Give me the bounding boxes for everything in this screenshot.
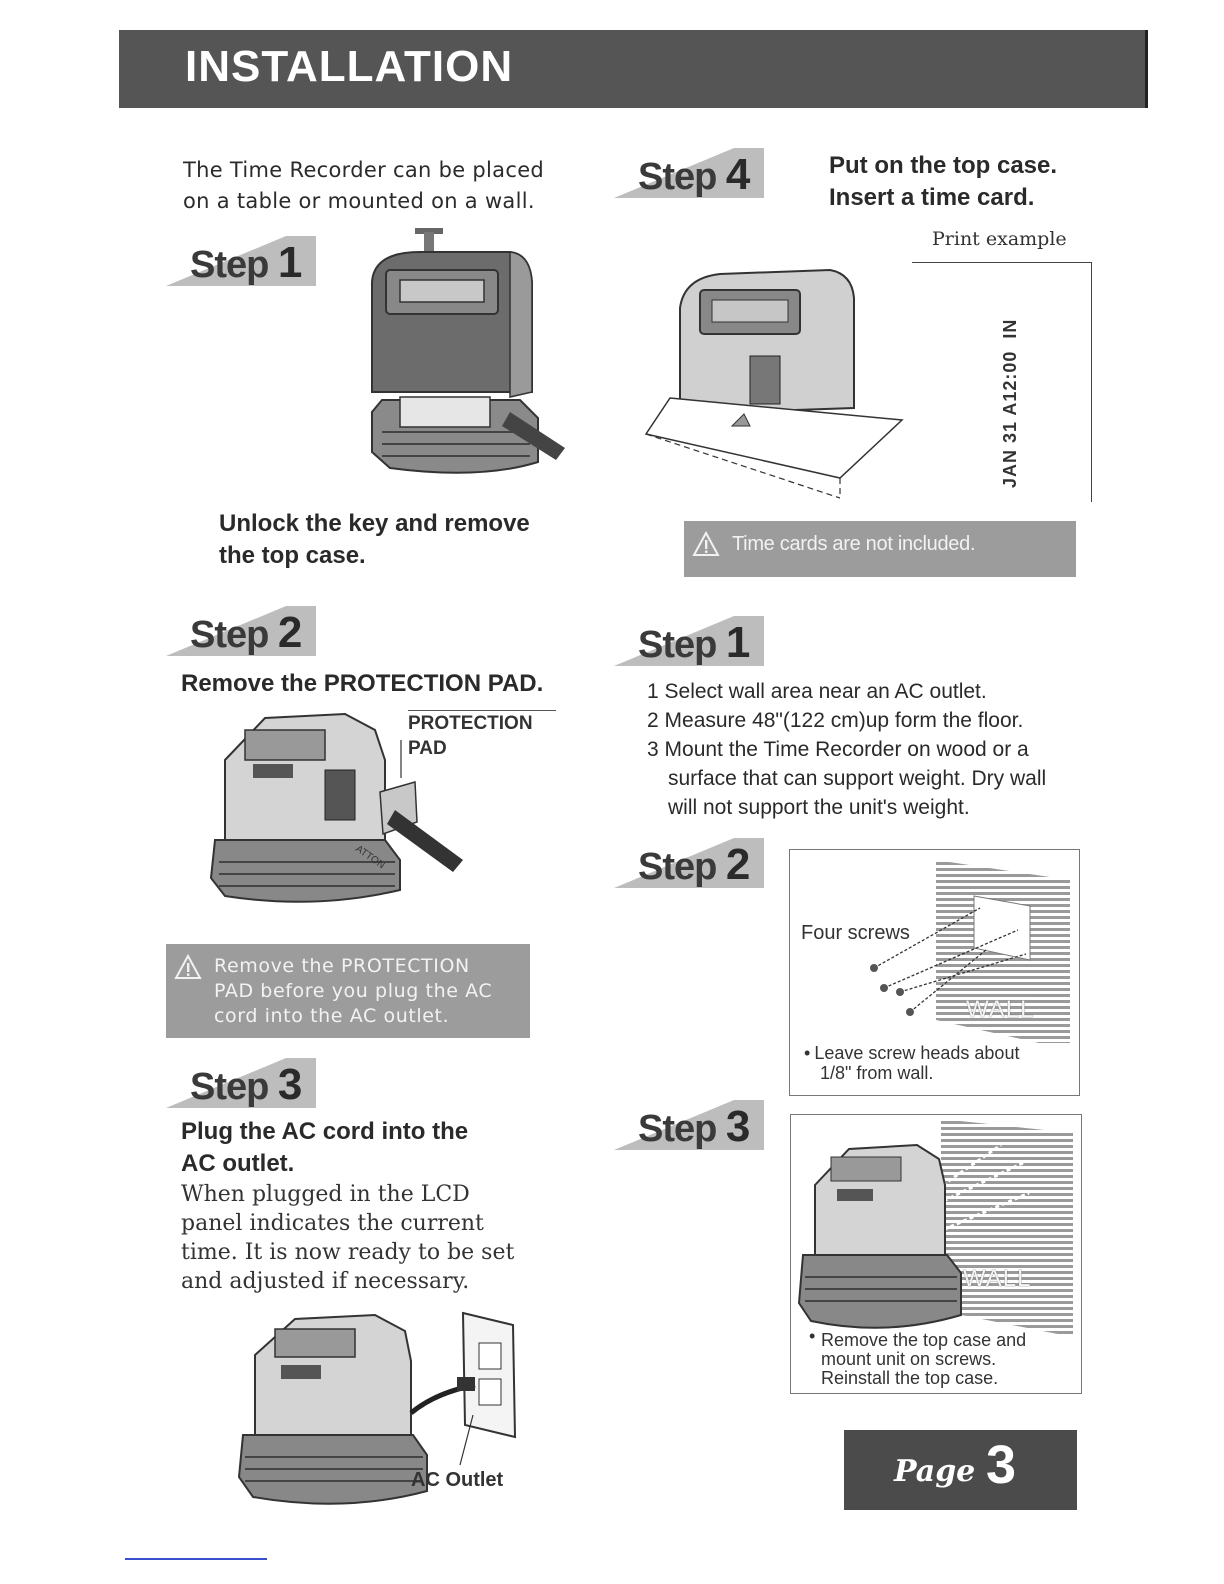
step-number: 3	[278, 1060, 301, 1109]
body-line-3: time. It is now ready to be set	[181, 1238, 527, 1267]
step-number: 3	[726, 1102, 749, 1151]
list-item: 3 Mount the Time Recorder on wood or a	[647, 735, 1087, 764]
step-3-body: When plugged in the LCD panel indicates …	[181, 1180, 527, 1296]
note-line-1: Leave screw heads about	[810, 1043, 1074, 1063]
screws-note: •Leave screw heads about 1/8" from wall.	[804, 1043, 1074, 1083]
wall-step-2-badge: Step 2	[614, 834, 768, 890]
protection-pad-warning: Remove the PROTECTION PAD before you plu…	[166, 944, 530, 1038]
step-word: Step	[638, 156, 716, 198]
caption-line-1: Unlock the key and remove	[219, 508, 579, 540]
note-line-1: Remove the top case and	[821, 1330, 1026, 1350]
intro-line-1: The Time Recorder can be placed	[183, 155, 603, 186]
four-screws-label: Four screws	[801, 922, 910, 945]
page-word: Page	[894, 1454, 975, 1489]
step-2-caption: Remove the PROTECTION PAD.	[181, 668, 581, 700]
wall-step-1-badge: Step 1	[614, 612, 768, 668]
warning-icon	[692, 531, 720, 557]
step-number: 2	[726, 840, 749, 889]
insert-time-card-illustration	[640, 258, 910, 508]
warning-line-2: PAD before you plug the AC	[214, 979, 492, 1004]
caption-line-2: the top case.	[219, 540, 579, 572]
step-number: 1	[726, 618, 749, 667]
list-item-continuation: surface that can support weight. Dry wal…	[647, 764, 1087, 793]
body-line-2: panel indicates the current	[181, 1209, 527, 1238]
step-number: 4	[726, 150, 749, 199]
step-word: Step	[638, 1108, 716, 1150]
page-number: 3	[986, 1434, 1016, 1496]
wall-step-1-list: 1 Select wall area near an AC outlet. 2 …	[647, 677, 1087, 822]
wall-label: WALL	[963, 1265, 1031, 1293]
time-cards-warning: Time cards are not included.	[684, 521, 1076, 577]
warning-icon	[174, 954, 202, 980]
step-1-caption: Unlock the key and remove the top case.	[219, 508, 579, 572]
step-word: Step	[638, 624, 716, 666]
body-line-1: When plugged in the LCD	[181, 1180, 527, 1209]
caption-line-1: Plug the AC cord into the	[181, 1116, 541, 1148]
callout-line-2: PAD	[408, 736, 556, 761]
screws-diagram-frame: Four screws WALL •Leave screw heads abou…	[789, 849, 1080, 1096]
intro-line-2: on a table or mounted on a wall.	[183, 186, 603, 217]
note-line-2: mount unit on screws.	[807, 1350, 1079, 1369]
callout-line-1: PROTECTION	[408, 711, 556, 736]
title-line-2: Insert a time card.	[829, 182, 1109, 214]
body-line-4: and adjusted if necessary.	[181, 1267, 527, 1296]
warning-line-1: Remove the PROTECTION	[214, 954, 492, 979]
page-number-badge: Page 3	[844, 1430, 1077, 1510]
wall-label: WALL	[966, 996, 1034, 1024]
mount-unit-diagram	[791, 1115, 1079, 1339]
page-title: INSTALLATION	[185, 42, 513, 92]
bottom-rule	[125, 1558, 267, 1560]
warning-text: Time cards are not included.	[732, 533, 975, 556]
step-1-badge: Step 1	[166, 232, 320, 288]
list-item: 2 Measure 48"(122 cm)up form the floor.	[647, 706, 1087, 735]
header-banner: INSTALLATION	[119, 30, 1148, 108]
mount-unit-diagram-frame: WALL •Remove the top case and mount unit…	[790, 1114, 1082, 1394]
intro-text: The Time Recorder can be placed on a tab…	[183, 155, 603, 217]
caption-line-2: AC outlet.	[181, 1148, 541, 1180]
step-3-caption: Plug the AC cord into the AC outlet.	[181, 1116, 541, 1180]
title-line-1: Put on the top case.	[829, 150, 1109, 182]
list-item-continuation: will not support the unit's weight.	[647, 793, 1087, 822]
step-word: Step	[190, 1066, 268, 1108]
time-recorder-unlock-illustration	[360, 222, 580, 492]
protection-pad-callout: PROTECTION PAD	[408, 710, 556, 761]
step-3-badge: Step 3	[166, 1054, 320, 1110]
step-4-badge: Step 4	[614, 144, 768, 200]
step-word: Step	[190, 244, 268, 286]
step-2-badge: Step 2	[166, 602, 320, 658]
step-word: Step	[190, 614, 268, 656]
ac-outlet-label: AC Outlet	[411, 1469, 503, 1492]
step-word: Step	[638, 846, 716, 888]
note-line-3: Reinstall the top case.	[807, 1369, 1079, 1388]
list-item: 1 Select wall area near an AC outlet.	[647, 677, 1087, 706]
step-number: 1	[278, 238, 301, 287]
warning-line-3: cord into the AC outlet.	[214, 1004, 492, 1029]
wall-step-3-badge: Step 3	[614, 1096, 768, 1152]
warning-text: Remove the PROTECTION PAD before you plu…	[214, 954, 492, 1029]
print-example-label: Print example	[932, 228, 1067, 250]
step-4-title: Put on the top case. Insert a time card.	[829, 150, 1109, 214]
mount-note: •Remove the top case and mount unit on s…	[807, 1331, 1079, 1388]
step-number: 2	[278, 608, 301, 657]
note-line-2: 1/8" from wall.	[804, 1063, 1074, 1083]
print-example-value: JAN 31 A12:00 IN	[1000, 288, 1021, 488]
